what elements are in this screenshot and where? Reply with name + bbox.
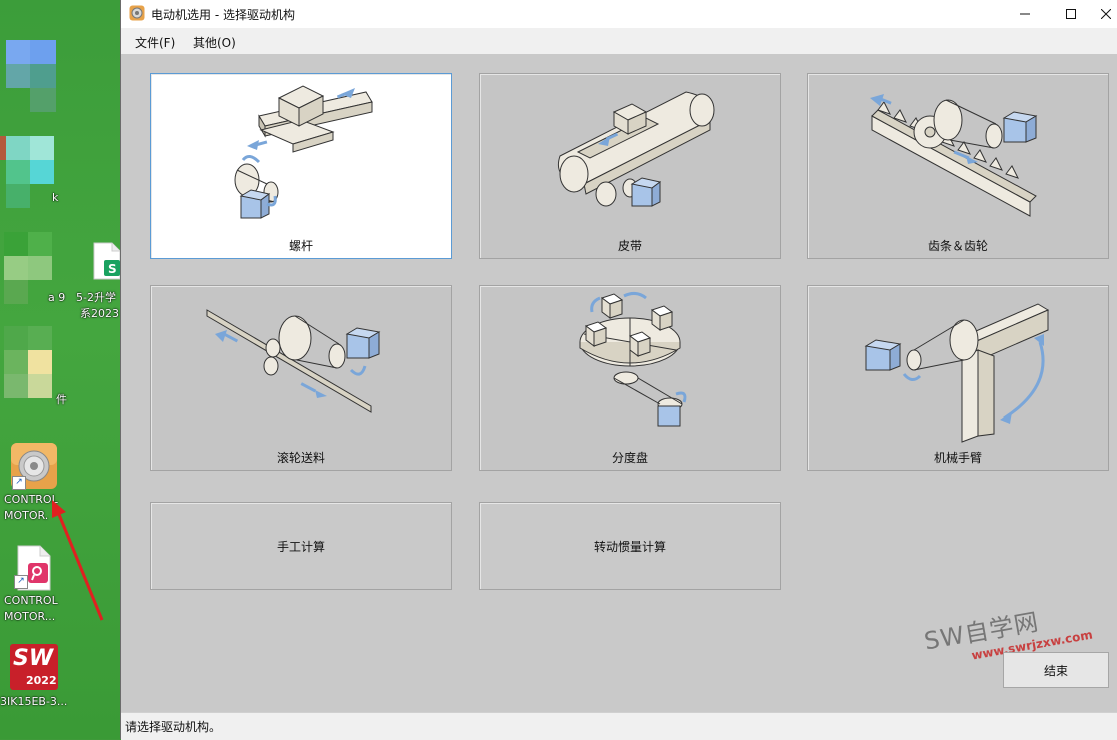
desktop-label: a 9 — [48, 291, 66, 304]
menu-other[interactable]: 其他(O) — [193, 36, 236, 50]
screw-drive-illustration-icon — [234, 85, 373, 219]
title-bar[interactable]: 电动机选用 - 选择驱动机构 — [121, 0, 1117, 28]
window-title: 电动机选用 - 选择驱动机构 — [151, 8, 295, 22]
maximize-button[interactable] — [1048, 0, 1094, 28]
desktop-label: 3IK15EB-3... — [0, 695, 68, 708]
mechanism-card-roller-feed[interactable]: 滚轮送料 — [150, 285, 452, 471]
svg-text:S: S — [108, 262, 117, 276]
maximize-icon — [1066, 9, 1076, 19]
desktop-label: CONTROL — [4, 594, 58, 607]
roller-feed-illustration-icon — [206, 309, 381, 413]
desktop-label: MOTOR... — [4, 610, 56, 623]
mechanism-label: 螺杆 — [288, 239, 313, 253]
mechanism-label: 滚轮送料 — [276, 451, 325, 465]
desktop-file-label: 5-2升学 — [76, 291, 116, 304]
control-motor-app-icon[interactable]: ↗ — [10, 442, 58, 490]
desktop-area: k a 9 S 5-2升学 系2023 件 — [0, 0, 120, 739]
blurred-desktop-icon[interactable] — [0, 136, 60, 208]
inertia-calc-button[interactable]: 转动惯量计算 — [479, 502, 781, 590]
rack-pinion-illustration-icon — [870, 94, 1038, 217]
red-annotation-arrow-icon — [52, 500, 104, 621]
desktop-file-label: 系2023 — [80, 307, 119, 320]
mechanism-label: 皮带 — [617, 239, 642, 253]
minimize-icon — [1020, 13, 1030, 15]
shortcut-arrow-icon: ↗ — [14, 575, 28, 589]
mechanism-card-robot-arm[interactable]: 机械手臂 — [807, 285, 1109, 471]
app-window: 电动机选用 - 选择驱动机构 文件(F) 其他(O) — [120, 0, 1117, 740]
blurred-desktop-icon[interactable] — [4, 326, 60, 400]
mechanism-panel: 螺杆 — [121, 54, 1117, 712]
menu-file[interactable]: 文件(F) — [135, 36, 176, 50]
solidworks-2022-icon[interactable]: SW 2022 — [10, 644, 58, 690]
menu-bar: 文件(F) 其他(O) — [121, 28, 1117, 54]
mechanism-label: 齿条＆齿轮 — [927, 239, 988, 253]
robot-arm-illustration-icon — [864, 303, 1050, 443]
mechanism-card-belt[interactable]: 皮带 — [479, 73, 781, 259]
mechanism-label: 分度盘 — [611, 451, 648, 465]
desktop-label: CONTROL — [4, 493, 58, 506]
spreadsheet-file-icon[interactable]: S — [92, 242, 120, 280]
minimize-button[interactable] — [1002, 0, 1048, 28]
app-logo-icon — [129, 5, 145, 21]
mechanism-card-rack-pinion[interactable]: 齿条＆齿轮 — [807, 73, 1109, 259]
blurred-desktop-icon[interactable] — [4, 232, 60, 304]
desktop-label: 件 — [56, 393, 67, 406]
control-motor-file-icon[interactable]: ↗ — [14, 545, 54, 591]
mechanism-label: 机械手臂 — [933, 451, 982, 465]
close-icon — [1101, 9, 1111, 19]
status-text: 请选择驱动机构。 — [125, 720, 222, 734]
manual-calc-button[interactable]: 手工计算 — [150, 502, 452, 590]
index-table-illustration-icon — [579, 291, 687, 427]
shortcut-arrow-icon: ↗ — [12, 476, 26, 490]
desktop-label: MOTOR. — [4, 509, 49, 522]
status-bar: 请选择驱动机构。 — [121, 712, 1117, 740]
mechanism-card-index-table[interactable]: 分度盘 — [479, 285, 781, 471]
blurred-desktop-icon[interactable] — [6, 40, 62, 114]
end-button[interactable]: 结束 — [1003, 652, 1109, 688]
mechanism-card-screw[interactable]: 螺杆 — [150, 73, 452, 259]
close-button[interactable] — [1094, 0, 1117, 28]
belt-drive-illustration-icon — [558, 91, 715, 207]
